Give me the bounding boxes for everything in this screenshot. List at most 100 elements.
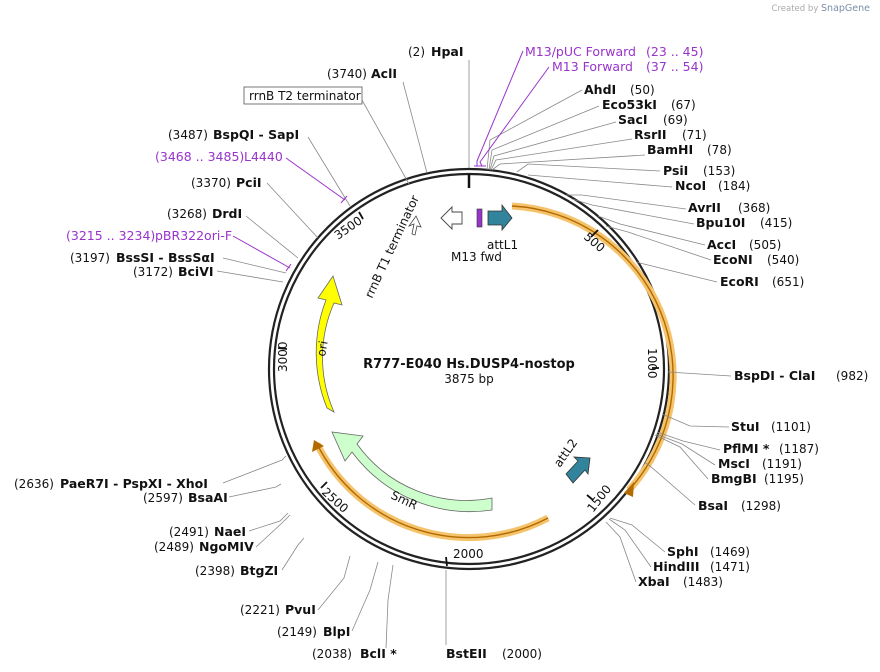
tick-label-1000: 1000 (645, 348, 659, 379)
rrnB-T2-label: rrnB T2 terminator (249, 89, 361, 103)
site-name-rsrii: RsrII (634, 127, 667, 142)
site-pos-psii: (153) (703, 164, 735, 178)
site-name-btgzi: BtgZI (240, 563, 278, 578)
site-name-pflmi: PflMI * (723, 441, 770, 456)
site-pos-stui: (1101) (771, 420, 811, 434)
ori-label: ori (314, 340, 330, 358)
tick-label-2000: 2000 (453, 547, 484, 561)
site-pos-xhoi: (2636) (14, 477, 54, 491)
site-leaders (216, 60, 732, 649)
site-pos-clai: (982) (836, 369, 868, 383)
site-pos-rsrii: (71) (682, 128, 707, 142)
site-name-bsaai: BsaAI (188, 490, 228, 505)
orf-line-bottom (316, 443, 549, 539)
site-name-bsai: BsaI (698, 498, 728, 513)
site-pos-xbai: (1483) (683, 575, 723, 589)
site-pos-bpu10i: (415) (760, 216, 792, 230)
orf-arrowhead-right (624, 482, 634, 497)
plasmid-size: 3875 bp (444, 372, 494, 386)
site-pos-btgzi: (2398) (195, 564, 235, 578)
orf-line-right (511, 205, 674, 491)
site-name-hpai: HpaI (431, 44, 464, 59)
site-name-pvui: PvuI (285, 602, 316, 617)
plasmid-name: R777-E040 Hs.DUSP4-nostop (363, 357, 575, 372)
site-name-ahdi: AhdI (584, 82, 616, 97)
site-pos-sphi: (1469) (710, 545, 750, 559)
attL1-label: attL1 (487, 238, 518, 252)
site-pos-bsai: (1298) (741, 499, 781, 513)
primer-name-m13fwd: M13 Forward (552, 59, 633, 74)
site-name-bmgbi: BmgBI (711, 471, 757, 486)
m13-fwd-feature (476, 208, 483, 228)
tick-3500 (358, 211, 364, 220)
site-name-claI: BspDI - ClaI (734, 368, 815, 383)
site-name-psii: PsiI (663, 163, 688, 178)
site-pos-ahdi: (50) (630, 83, 655, 97)
site-name-bsteii: BstEII (446, 646, 487, 661)
tick-label-500: 500 (581, 230, 608, 255)
site-pos-pvui: (2221) (240, 603, 280, 617)
site-name-ngomiv: NgoMIV (199, 539, 254, 554)
site-pos-bmgbi: (1195) (764, 472, 804, 486)
primer-range-l4440: (3468 .. 3485) (155, 149, 244, 164)
rrnB-T1-feature (440, 205, 463, 231)
site-pos-acli: (3740) (327, 67, 367, 81)
site-pos-saci: (69) (663, 113, 688, 127)
site-name-naei: NaeI (214, 524, 246, 539)
rrnB-T2-label-box (243, 86, 363, 105)
ori-feature (315, 275, 343, 413)
site-name-avrii: AvrII (688, 200, 721, 215)
site-name-acli: AclI (371, 66, 397, 81)
site-pos-hpai: (2) (408, 45, 425, 59)
tick-3000 (277, 347, 288, 350)
site-pos-bsaai: (2597) (143, 491, 183, 505)
site-name-blpi: BlpI (323, 624, 350, 639)
site-pos-pcii: (3370) (191, 176, 231, 190)
site-pos-ncoi: (184) (718, 179, 750, 193)
site-name-econi: EcoNI (713, 252, 753, 267)
backbone-outer-ring (267, 167, 671, 571)
site-pos-hindiii: (1471) (710, 560, 750, 574)
site-pos-bsssi: (3197) (70, 251, 110, 265)
rrnB-T2-feature (407, 215, 422, 236)
site-pos-bcli: (2038) (312, 647, 352, 661)
primer-labels: M13/pUC Forward (23 .. 45) M13 Forward (… (66, 44, 703, 243)
site-pos-bcivi: (3172) (133, 265, 173, 279)
attL1-feature (487, 203, 513, 232)
orf-arrowhead-bottom (312, 440, 324, 452)
primer-name-m13puc: M13/pUC Forward (525, 44, 636, 59)
site-pos-bsteii: (2000) (502, 647, 542, 661)
site-pos-blpi: (2149) (277, 625, 317, 639)
tick-1500 (586, 494, 594, 501)
site-name-eco53ki: Eco53kI (602, 97, 657, 112)
site-pos-ngomiv: (2489) (154, 540, 194, 554)
site-name-bcivi: BciVI (178, 264, 214, 279)
site-name-bpu10i: Bpu10I (696, 215, 745, 230)
smr-feature (331, 431, 493, 513)
site-name-drdi: DrdI (212, 206, 242, 221)
primer-leaders (232, 50, 550, 272)
site-pos-naei: (2491) (169, 525, 209, 539)
rrnB-T2-leader (361, 99, 410, 185)
site-name-acci: AccI (707, 237, 736, 252)
credit-prefix: Created by (771, 4, 819, 14)
tick-2500 (320, 481, 328, 489)
primer-range-m13puc: (23 .. 45) (646, 44, 703, 59)
site-pos-pflmi: (1187) (779, 442, 819, 456)
tick-marks (277, 211, 659, 567)
site-name-ncoi: NcoI (675, 178, 706, 193)
site-name-xhoi: PaeR7I - PspXI - XhoI (60, 476, 208, 491)
primer-name-l4440: L4440 (244, 149, 283, 164)
site-pos-sapi: (3487) (168, 128, 208, 142)
site-name-ecori: EcoRI (720, 274, 759, 289)
site-name-saci: SacI (618, 112, 648, 127)
site-pos-ecori: (651) (772, 275, 804, 289)
site-name-sphi: SphI (667, 544, 699, 559)
rrnB-T1-label: rrnB T1 terminator (362, 193, 422, 300)
tick-500 (590, 229, 599, 238)
primer-range-pbr322ori: (3215 .. 3234) (66, 228, 155, 243)
site-name-xbai: XbaI (638, 574, 670, 589)
snapgene-logo: SnapGene (821, 3, 870, 14)
m13-fwd-label: M13 fwd (451, 250, 502, 264)
